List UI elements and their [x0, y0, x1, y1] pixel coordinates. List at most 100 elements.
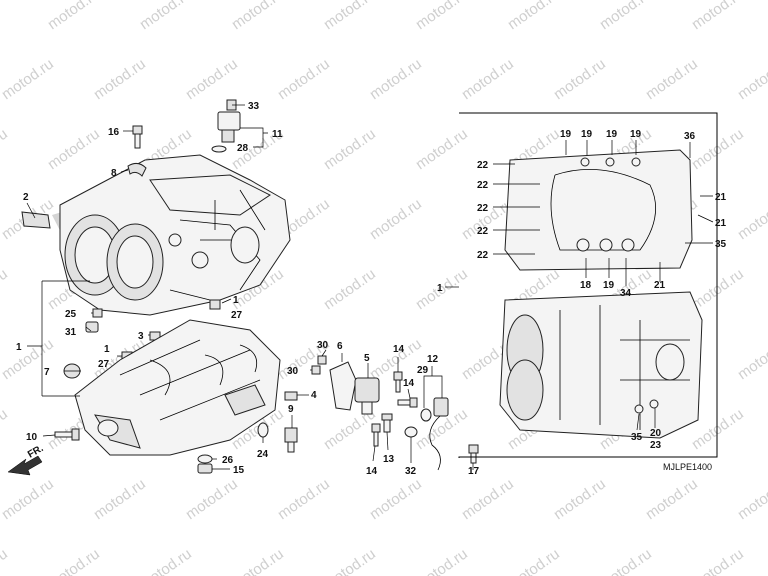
watermark-text: motod.ru	[597, 0, 655, 33]
watermark-text: motod.ru	[689, 0, 747, 33]
callout-25: 25	[65, 309, 77, 320]
front-direction-arrow: FR.	[7, 443, 46, 476]
callout-22-b: 22	[477, 180, 489, 191]
callout-7: 7	[44, 367, 50, 378]
watermark-text: motod.ru	[643, 55, 701, 103]
watermark-text: motod.ru	[229, 0, 287, 33]
watermark-text: motod.ru	[459, 475, 517, 523]
part-24-washer	[257, 422, 269, 438]
callout-35-b: 35	[631, 432, 643, 443]
watermark-text: motod.ru	[321, 545, 379, 576]
callout-17: 17	[468, 466, 480, 477]
callout-16: 16	[108, 127, 120, 138]
callout-33: 33	[248, 101, 260, 112]
watermark-text: motod.ru	[0, 125, 11, 173]
callout-5: 5	[364, 353, 370, 364]
part-14-bolt-a	[393, 371, 403, 393]
watermark-text: motod.ru	[597, 545, 655, 576]
callout-22-a: 22	[477, 160, 489, 171]
fr-direction-label: FR.	[26, 443, 46, 461]
watermark-text: motod.ru	[275, 475, 333, 523]
part-4-pin	[284, 391, 298, 401]
watermark-text: motod.ru	[91, 475, 149, 523]
callout-29: 29	[417, 365, 429, 376]
callout-21-a: 21	[715, 192, 727, 203]
part-9-switch	[284, 427, 298, 453]
part-17-bolt	[468, 444, 479, 464]
part-2-plate	[21, 211, 51, 229]
callout-8: 8	[111, 168, 117, 179]
callout-26: 26	[222, 455, 234, 466]
callout-10: 10	[26, 432, 38, 443]
part-14-bolt-c	[371, 423, 381, 447]
callout-14-top: 14	[393, 344, 405, 355]
callout-4: 4	[311, 390, 317, 401]
callout-19-e: 19	[603, 280, 615, 291]
callout-19-c: 19	[606, 129, 618, 140]
watermark-text: motod.ru	[275, 55, 333, 103]
part-25-bolt	[92, 308, 103, 318]
watermark-text: motod.ru	[413, 0, 471, 33]
watermark-text: motod.ru	[0, 0, 11, 33]
upper-crankcase	[52, 154, 291, 316]
part-30-dowel-b	[311, 365, 321, 375]
watermark-text: motod.ru	[367, 475, 425, 523]
callout-14-bottom: 14	[366, 466, 378, 477]
part-10-bolt	[54, 428, 80, 441]
watermark-text: motod.ru	[413, 125, 471, 173]
part-32-oring	[404, 426, 418, 438]
watermark-text: motod.ru	[0, 545, 11, 576]
watermark-text: motod.ru	[0, 405, 11, 453]
watermark-text: motod.ru	[0, 475, 57, 523]
part-27-dowel-upper	[209, 299, 221, 310]
upper-case-bottom-view	[499, 291, 703, 439]
watermark-text: motod.ru	[735, 475, 768, 523]
callout-19-b: 19	[581, 129, 593, 140]
watermark-text: motod.ru	[689, 545, 747, 576]
callout-labels: 33 16 11 28 8 2 1 27 25 31 3 1 27 1 7 10…	[16, 101, 727, 477]
watermark-text: motod.ru	[413, 545, 471, 576]
callout-24: 24	[257, 449, 269, 460]
callout-22-c: 22	[477, 203, 489, 214]
part-5-solenoid	[354, 377, 380, 415]
watermark-text: motod.ru	[321, 125, 379, 173]
callout-36: 36	[684, 131, 696, 142]
callout-22-e: 22	[477, 250, 489, 261]
lower-case-bottom-view	[504, 149, 693, 271]
watermark-text: motod.ru	[321, 265, 379, 313]
watermark-text: motod.ru	[321, 0, 379, 33]
callout-3: 3	[138, 331, 144, 342]
watermark-text: motod.ru	[459, 55, 517, 103]
callout-27-upper: 27	[231, 310, 243, 321]
watermark-text: motod.ru	[45, 125, 103, 173]
callout-2: 2	[23, 192, 29, 203]
callout-20: 20	[650, 428, 662, 439]
part-31-plug	[85, 321, 99, 333]
callout-22-d: 22	[477, 226, 489, 237]
watermark-text: motod.ru	[183, 475, 241, 523]
watermark-text: motod.ru	[45, 545, 103, 576]
watermark-text: motod.ru	[551, 475, 609, 523]
callout-30-upper: 30	[317, 340, 329, 351]
callout-21-c: 21	[654, 280, 666, 291]
callout-19-d: 19	[630, 129, 642, 140]
callout-18: 18	[580, 280, 592, 291]
watermark-text: motod.ru	[367, 195, 425, 243]
leader-lines	[26, 104, 714, 470]
watermark-text: motod.ru	[91, 55, 149, 103]
watermark-text: motod.ru	[0, 55, 57, 103]
watermark-text: motod.ru	[137, 0, 195, 33]
callout-1-upper: 1	[233, 295, 239, 306]
callout-11: 11	[272, 129, 283, 140]
watermark-text: motod.ru	[643, 475, 701, 523]
callout-35-a: 35	[715, 239, 727, 250]
watermark-text: motod.ru	[551, 55, 609, 103]
callout-13: 13	[383, 454, 395, 465]
callout-19-a: 19	[560, 129, 572, 140]
watermark-text: motod.ru	[45, 0, 103, 33]
callout-23: 23	[650, 440, 662, 451]
watermark-text: motod.ru	[505, 545, 563, 576]
callout-32: 32	[405, 466, 417, 477]
watermark-text: motod.ru	[137, 545, 195, 576]
